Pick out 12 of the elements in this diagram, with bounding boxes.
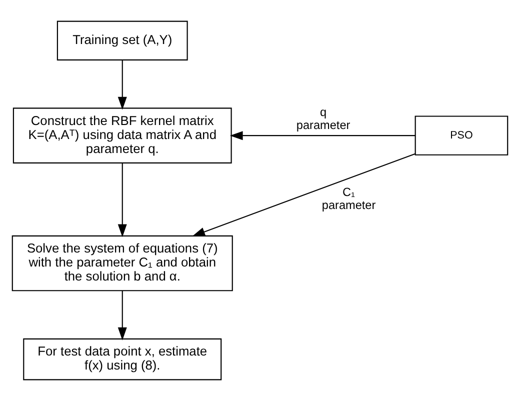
edge-label: C₁ parameter xyxy=(322,184,376,212)
arrow xyxy=(118,60,127,110)
node-box: PSO xyxy=(414,116,508,156)
arrow xyxy=(118,162,127,238)
arrow xyxy=(192,153,416,236)
node-box: Training set (A,Y) xyxy=(56,20,188,60)
node-box: Construct the RBF kernel matrix K=(A,Aᵀ) using data matrix A and parameter q. xyxy=(12,108,232,164)
node-box: Solve the system of equations (7) with the parameter C₁ and obtain the solution b and α. xyxy=(12,235,233,292)
arrow xyxy=(230,131,416,140)
arrow xyxy=(118,291,127,340)
node-box: For test data point x, estimate f(x) using (8). xyxy=(23,338,222,380)
edge-label: q parameter xyxy=(296,105,350,132)
